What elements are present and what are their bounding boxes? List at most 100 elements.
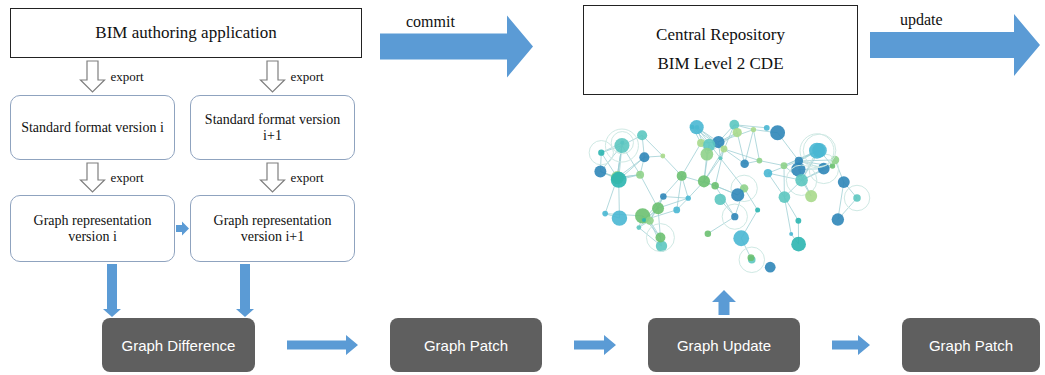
network-link — [708, 217, 735, 234]
connector — [574, 335, 616, 355]
network-dot — [598, 150, 604, 156]
network-halo — [803, 134, 836, 167]
arrow-shape — [236, 264, 254, 317]
network-dot — [711, 182, 719, 190]
arrow-shape — [380, 16, 533, 78]
network-dot — [715, 194, 726, 205]
network-halo — [589, 141, 613, 165]
network-dot — [705, 230, 712, 237]
connector — [81, 163, 105, 192]
network-link — [715, 149, 724, 186]
network-link — [677, 176, 682, 210]
network-dot — [639, 152, 649, 162]
network-halo — [646, 224, 674, 252]
update-arrow — [870, 14, 1040, 76]
network-dot — [747, 254, 754, 261]
network-link — [724, 149, 759, 161]
edge-label: export — [111, 170, 144, 186]
network-link — [799, 160, 835, 161]
network-dot — [602, 211, 608, 217]
flow-label: update — [900, 11, 943, 29]
network-dot — [795, 218, 801, 224]
network-dot — [757, 158, 763, 164]
network-dot — [740, 160, 748, 168]
network-dot — [791, 237, 806, 252]
edge-label: export — [291, 170, 324, 186]
network-dot — [594, 165, 606, 177]
process-box: Graph Patch — [902, 318, 1040, 372]
network-dot — [686, 195, 691, 200]
arrow-shape — [261, 61, 285, 92]
connector — [261, 61, 285, 92]
network-dot — [770, 125, 785, 140]
network-dot — [781, 162, 788, 169]
network-dot — [652, 202, 664, 214]
network-halo — [605, 129, 638, 162]
network-dot — [831, 156, 839, 164]
network-halo — [611, 132, 633, 154]
update-up-arrow — [712, 290, 736, 315]
connector — [236, 264, 254, 317]
network-dot — [755, 208, 760, 213]
network-dot — [789, 232, 793, 236]
arrow-shape — [287, 335, 358, 355]
network-dot — [795, 157, 803, 165]
connector — [103, 264, 121, 317]
network-dot — [677, 171, 687, 181]
network-links — [600, 125, 857, 260]
network-dot — [838, 176, 850, 188]
arrow-shape — [176, 222, 189, 236]
network-dot — [733, 230, 749, 246]
network-halo — [722, 204, 747, 229]
network-link — [759, 161, 784, 166]
network-dot — [655, 233, 665, 243]
network-dot — [731, 213, 738, 220]
network-dot — [764, 169, 772, 177]
node-text: Graph representation version i+1 — [199, 213, 346, 245]
network-dot — [673, 206, 680, 213]
node-text: Graph Difference — [122, 337, 236, 354]
network-dot — [718, 156, 722, 160]
network-dot — [751, 127, 756, 132]
network-link — [682, 143, 701, 176]
network-dot — [701, 148, 714, 161]
network-dot — [614, 138, 629, 153]
network-halo — [800, 134, 834, 168]
arrow-shape — [81, 61, 105, 92]
network-dot — [636, 225, 641, 230]
network-dot — [636, 171, 644, 179]
network-link — [753, 130, 759, 161]
network-dot — [637, 130, 647, 140]
network-halo — [844, 185, 869, 210]
process-box: Graph Update — [648, 318, 800, 372]
connector — [81, 61, 105, 92]
node-text: Graph Patch — [424, 337, 508, 354]
network-dot — [832, 213, 844, 225]
network-dot — [779, 191, 791, 203]
network-dot — [660, 154, 665, 159]
node-text: Standard format version i+1 — [199, 112, 346, 144]
arrow-shape — [103, 264, 121, 317]
network-dot — [765, 262, 776, 273]
network-link — [715, 186, 735, 217]
edge-label: commit — [406, 13, 455, 31]
network-dot — [764, 125, 770, 131]
edge-label: export — [291, 69, 324, 85]
node-text: BIM authoring application — [95, 23, 276, 43]
network-link — [737, 133, 744, 164]
network-dot — [795, 174, 807, 186]
network-link — [745, 130, 754, 164]
repository-box: Central RepositoryBIM Level 2 CDE — [583, 5, 858, 95]
network-dot — [805, 190, 817, 202]
application-box: BIM authoring application — [10, 8, 362, 58]
network-dot — [660, 193, 667, 200]
network-dot — [698, 175, 710, 187]
network-dot — [690, 120, 704, 134]
network-dot — [731, 188, 744, 201]
network-nodes — [589, 120, 870, 273]
connector — [176, 222, 189, 236]
graph-box: Graph representation version i — [10, 195, 175, 262]
network-halo — [731, 175, 757, 201]
node-text: Central Repository — [656, 21, 785, 50]
